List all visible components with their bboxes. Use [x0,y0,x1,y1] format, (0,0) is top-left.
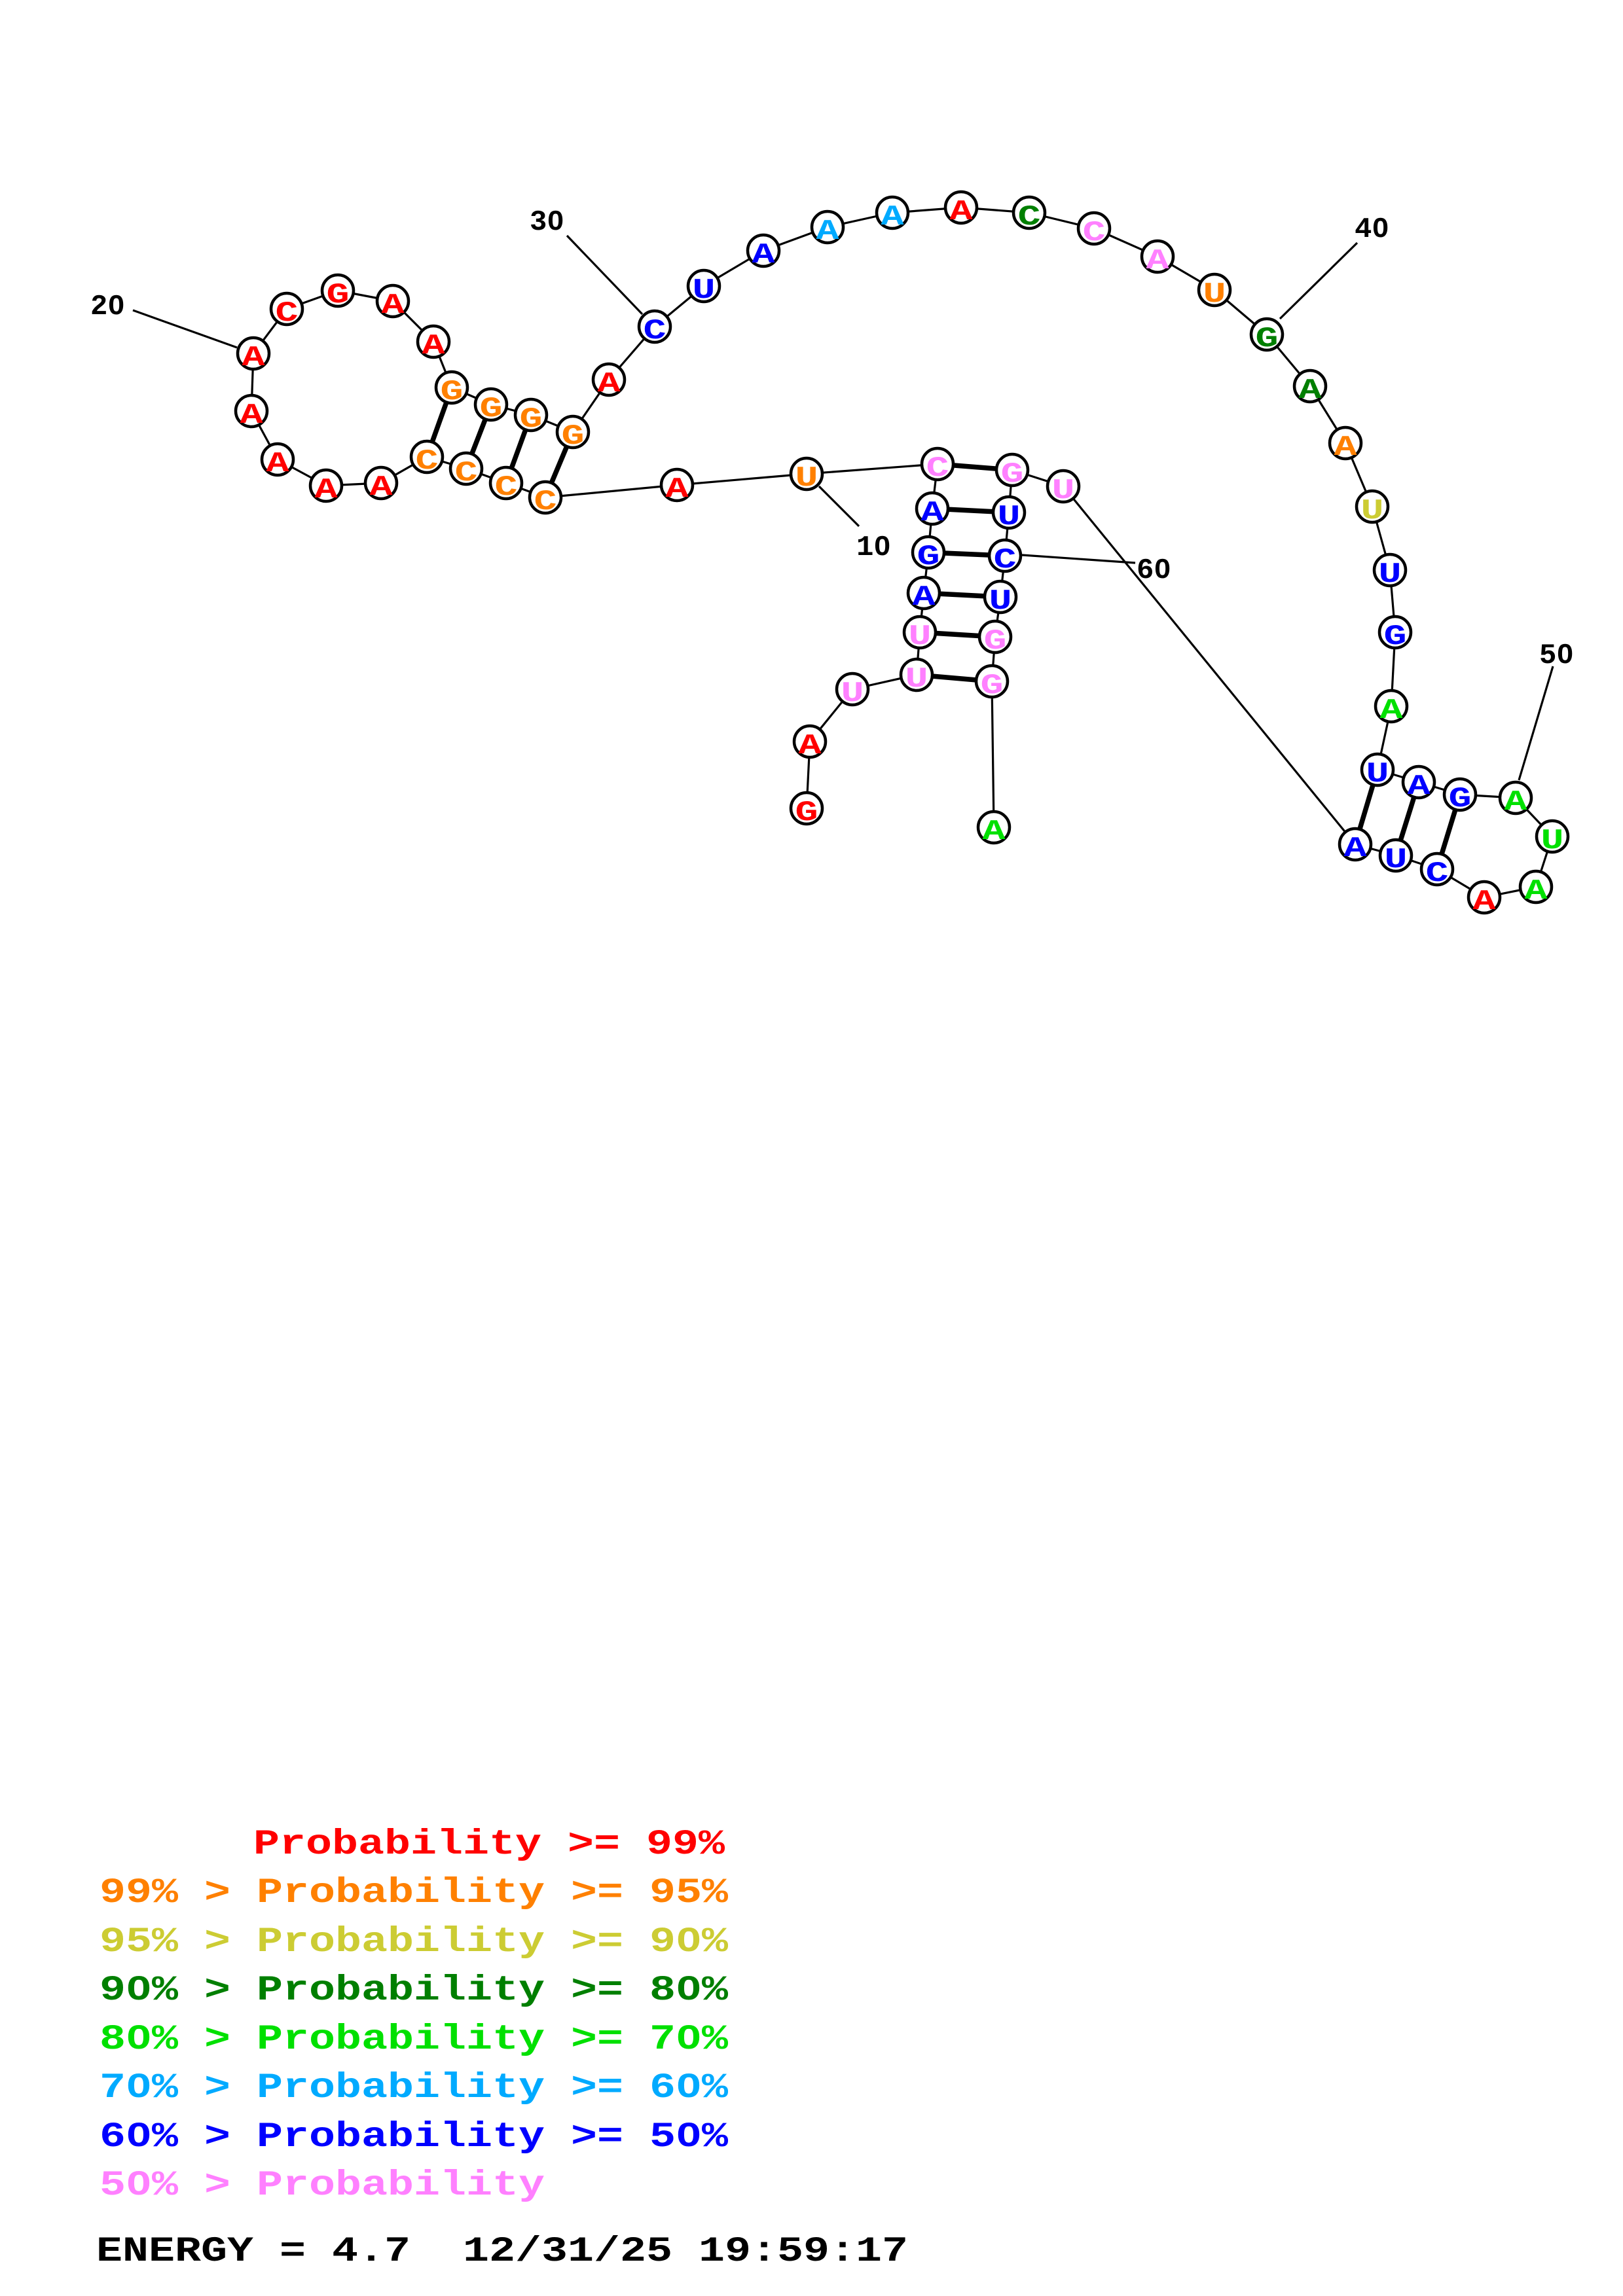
svg-text:A: A [422,330,446,363]
svg-text:G: G [1384,620,1407,653]
svg-text:A: A [1380,694,1404,727]
svg-text:A: A [881,201,905,234]
svg-text:C: C [1018,201,1041,234]
svg-text:A: A [382,289,405,322]
svg-text:20: 20 [90,291,125,323]
svg-text:A: A [242,342,266,374]
svg-text:G: G [984,625,1007,658]
svg-text:A: A [950,196,974,228]
svg-text:U: U [989,585,1012,618]
svg-text:G: G [441,376,464,408]
svg-text:A: A [1344,833,1368,865]
svg-text:U: U [909,620,932,653]
svg-text:60% > Probability >= 50%: 60% > Probability >= 50% [100,2117,729,2157]
svg-text:40: 40 [1355,213,1389,246]
svg-text:U: U [998,501,1021,533]
svg-text:U: U [1379,558,1402,591]
svg-text:A: A [315,474,338,507]
svg-text:U: U [1541,825,1564,857]
svg-text:A: A [1473,886,1497,918]
svg-text:A: A [983,816,1006,848]
svg-text:A: A [1525,875,1548,908]
svg-text:90% > Probability >= 80%: 90% > Probability >= 80% [100,1971,729,2011]
svg-text:ENERGY = 4.7 12/31/25 19:59:1: ENERGY = 4.7 12/31/25 19:59:17 [96,2232,908,2272]
svg-text:C: C [455,457,478,490]
svg-text:A: A [921,497,945,529]
svg-text:G: G [917,541,940,573]
svg-text:A: A [1334,431,1358,464]
svg-text:A: A [1146,245,1170,278]
svg-text:50: 50 [1539,639,1574,672]
svg-text:G: G [795,797,818,829]
svg-text:C: C [926,452,949,485]
svg-text:C: C [276,297,299,330]
svg-text:G: G [1001,458,1024,491]
svg-text:99% > Probability >= 95%: 99% > Probability >= 95% [100,1873,729,1913]
svg-text:A: A [816,215,840,248]
svg-text:A: A [266,448,290,480]
svg-text:G: G [981,670,1004,702]
svg-text:A: A [1504,786,1528,819]
svg-text:A: A [799,730,822,762]
svg-text:C: C [495,471,518,504]
svg-text:C: C [1083,217,1106,249]
svg-text:A: A [598,368,621,401]
svg-text:U: U [1385,844,1408,876]
svg-text:U: U [1366,758,1389,791]
svg-text:G: G [1449,783,1472,816]
svg-text:C: C [416,445,439,478]
svg-text:G: G [480,393,503,425]
svg-text:U: U [1052,475,1075,507]
svg-text:A: A [913,581,936,614]
svg-text:A: A [666,473,689,506]
svg-text:U: U [905,663,928,696]
svg-text:95% > Probability >= 90%: 95% > Probability >= 90% [100,1922,729,1962]
svg-text:U: U [1361,495,1384,528]
svg-text:A: A [1299,374,1322,407]
svg-text:80% > Probability >= 70%: 80% > Probability >= 70% [100,2020,729,2060]
svg-text:G: G [327,279,350,312]
svg-text:G: G [562,420,585,453]
svg-text:Probability >= 99%: Probability >= 99% [253,1825,725,1865]
svg-text:C: C [534,486,557,518]
svg-text:C: C [1426,857,1449,890]
svg-text:10: 10 [856,531,891,564]
svg-text:U: U [795,462,818,495]
svg-text:A: A [752,239,776,272]
svg-text:30: 30 [530,206,564,239]
svg-text:C: C [644,315,666,348]
svg-text:A: A [240,399,264,432]
svg-text:C: C [994,544,1017,577]
svg-text:U: U [841,677,864,710]
svg-text:A: A [370,471,393,504]
svg-text:60: 60 [1137,554,1171,587]
svg-text:50% > Probability: 50% > Probability [100,2166,545,2206]
svg-text:A: A [1408,770,1431,803]
svg-text:70% > Probability >= 60%: 70% > Probability >= 60% [100,2068,729,2108]
svg-text:U: U [1203,278,1226,311]
svg-text:U: U [693,274,716,307]
svg-text:G: G [1256,323,1279,355]
svg-text:G: G [520,403,543,436]
